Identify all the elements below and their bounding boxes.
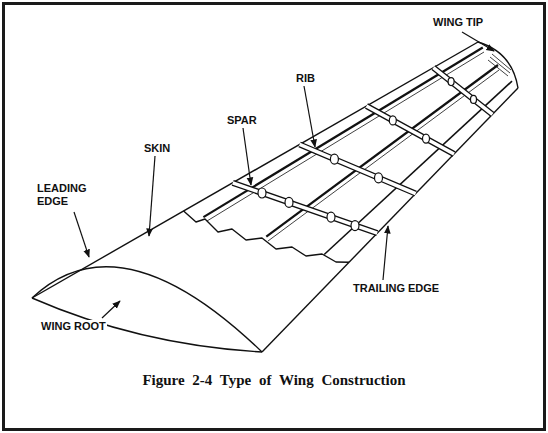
spar-label: SPAR [226, 114, 258, 127]
trailing-edge-label: TRAILING EDGE [352, 282, 440, 295]
wing-root-label: WING ROOT [40, 320, 107, 333]
leading-edge-label: LEADING EDGE [36, 182, 100, 208]
rib-label: RIB [295, 72, 316, 85]
skin-label: SKIN [143, 142, 171, 155]
figure-caption: Figure 2-4 Type of Wing Construction [0, 372, 548, 389]
wing-tip-label: WING TIP [432, 16, 484, 29]
